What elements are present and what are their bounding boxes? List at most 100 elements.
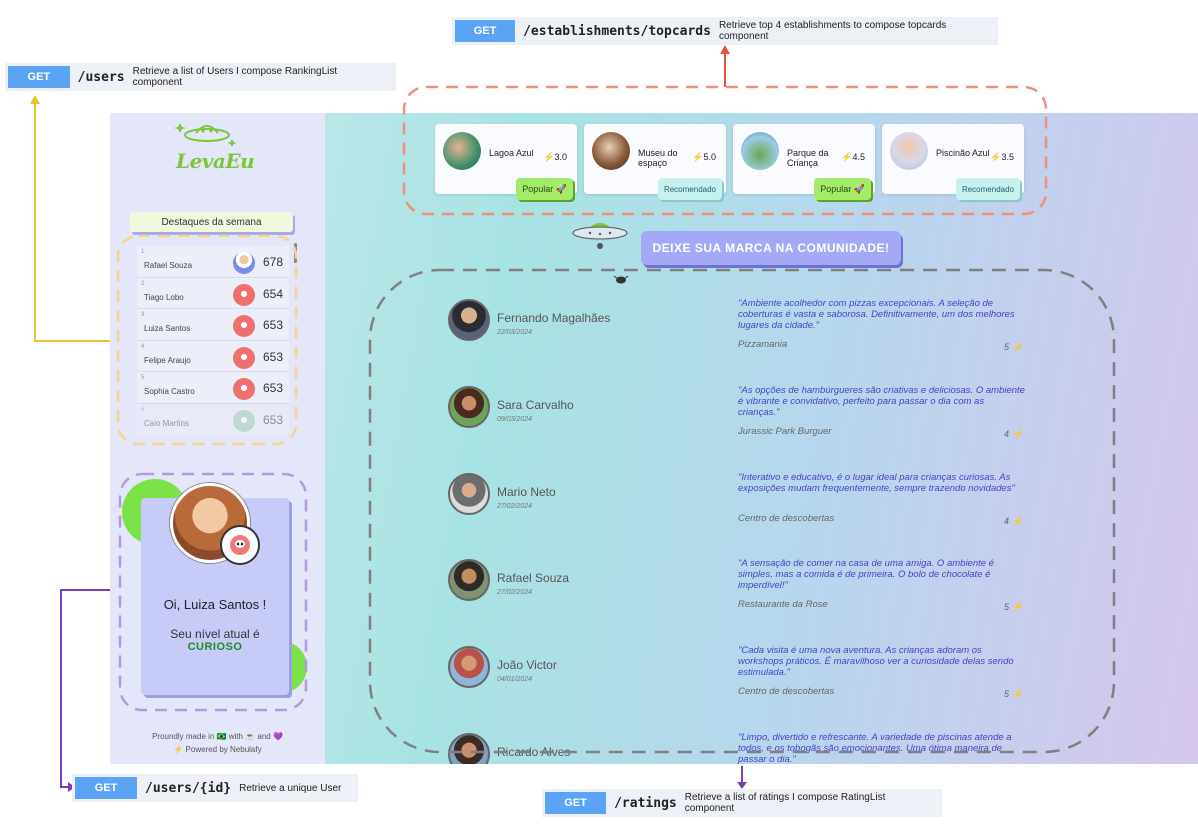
endpoint-path: /users [77,69,125,85]
logo-ufo-icon [174,123,237,147]
endpoint-description: Retrieve a list of Users I compose Ranki… [132,66,338,88]
logo-text: LevaEu [176,149,255,173]
recommended-tag: Recomendado [955,178,1020,200]
score-value: 5 [1004,689,1010,699]
rating-item: Fernando Magalhães 22/03/2024 "Ambiente … [448,298,1028,379]
ranking-list[interactable]: 1 Rafael Souza 678 2 Tiago Lobo 654 3 Lu… [137,246,289,434]
rating-comment: "Limpo, divertido e refrescante. A varie… [738,732,1012,764]
rating-user-name: Sara Carvalho [497,398,574,412]
establishment-name: Museu do espaço [638,148,678,168]
rank-score: 653 [263,318,284,332]
endpoint-description: Retrieve a unique User [239,782,342,794]
http-method-badge: GET [75,777,137,799]
avatar [448,559,490,601]
rating-comment: "Ambiente acolhedor com pizzas excepcion… [738,298,1015,331]
ranking-scrollbar[interactable] [294,243,297,263]
score-value: 4 [1004,429,1010,439]
avatar [448,646,490,688]
establishment-name: Parque da Criança [787,148,829,168]
rank-name: Sophia Castro [144,387,195,396]
rank-score: 678 [263,255,284,269]
avatar [448,473,490,515]
topcard[interactable]: Museu do espaço ⚡5.0 Recomendado [584,124,726,200]
rating-value: 3.5 [1001,152,1014,162]
avatar [233,378,255,400]
leave-your-mark-button[interactable]: DEIXE SUA MARCA NA COMUNIDADE! [641,231,901,265]
bolt-icon: ⚡ [692,152,704,162]
footer-powered-by[interactable]: ⚡ Powered by Nebulafy [173,745,262,754]
bolt-icon: ⚡ [841,152,853,162]
recommended-tag: Recomendado [657,178,722,200]
rating-value: 3.0 [554,152,567,162]
ranking-item[interactable]: 2 Tiago Lobo 654 [137,277,289,309]
topcard[interactable]: Lagoa Azul ⚡3.0 Popular 🚀 [435,124,577,200]
level-label: Seu nível atual é [170,627,260,641]
ranking-item[interactable]: 6 Caio Martins 653 [137,403,289,434]
bolt-icon: ⚡ [543,152,555,162]
api-topcards: GET /establishments/topcards Retrieve to… [452,17,998,45]
rating-place: Restaurante da Rose [738,599,828,610]
rank-name: Luiza Santos [144,324,191,333]
bolt-icon: ⚡ [1011,602,1023,612]
rating-place: Pizzamania [738,339,788,350]
endpoint-path: /users/{id} [145,780,232,796]
rank-position: 2 [141,280,145,287]
establishment-thumbnail [592,132,630,170]
establishment-rating: ⚡3.0 [543,152,567,163]
rating-comment: "As opções de hambúrgueres são criativas… [738,385,1025,418]
rank-position: 4 [141,343,145,350]
avatar [233,315,255,337]
ranking-item[interactable]: 1 Rafael Souza 678 [137,246,289,278]
rank-position: 5 [141,375,145,381]
rank-name: Caio Martins [144,418,189,428]
avatar [233,252,255,274]
establishment-name: Lagoa Azul [489,148,534,158]
establishment-rating: ⚡3.5 [990,152,1014,163]
avatar [448,733,490,764]
topcard[interactable]: Parque da Criança ⚡4.5 Popular 🚀 [733,124,875,200]
rating-user-name: Mario Neto [497,485,556,499]
avatar [233,409,255,432]
rating-value: 5.0 [703,152,716,162]
rating-item: João Victor 04/01/2024 "Cada visita é um… [448,645,1028,726]
endpoint-path: /ratings [614,795,677,811]
topcard[interactable]: Piscinão Azul ⚡3.5 Recomendado [882,124,1024,200]
rating-date: 09/03/2024 [497,416,533,423]
ranking-item[interactable]: 3 Luiza Santos 653 [137,309,289,341]
http-method-badge: GET [455,20,516,42]
api-user-by-id: GET /users/{id} Retrieve a unique User [72,774,358,802]
rating-user-name: Ricardo Alves [497,745,571,759]
rating-date: 04/01/2024 [497,676,533,683]
establishment-thumbnail [741,132,779,170]
ranking-item[interactable]: 4 Felipe Araujo 653 [137,340,289,372]
rank-name: Tiago Lobo [144,292,184,302]
api-users: GET /users Retrieve a list of Users I co… [5,63,396,91]
ranking-item[interactable]: 5 Sophia Castro 653 [137,372,289,404]
bolt-icon: ⚡ [1011,429,1023,439]
profile-greeting: Oi, Luiza Santos ! [163,597,267,612]
establishment-thumbnail [443,132,481,170]
bug-icon [613,275,629,284]
rank-position: 6 [141,406,145,413]
rank-name: Rafael Souza [144,261,193,270]
http-method-badge: GET [545,792,607,814]
popular-tag: Popular 🚀 [814,178,871,200]
rating-comment: "Cada visita é uma nova aventura. As cri… [738,645,1014,678]
rating-comment: "A sensação de comer na casa de uma amig… [738,558,994,591]
rating-score: 5 ⚡ [1004,689,1023,700]
bolt-icon: ⚡ [990,152,1002,162]
score-value: 5 [1004,342,1010,352]
rank-score: 654 [263,286,284,301]
score-value: 4 [1004,516,1010,526]
establishment-rating: ⚡5.0 [692,152,716,163]
bolt-icon: ⚡ [1011,689,1023,699]
rating-item: Rafael Souza 27/02/2024 "A sensação de c… [448,558,1028,639]
rating-item: Ricardo Alves "Limpo, divertido e refres… [448,732,1028,764]
avatar [233,283,255,306]
rating-value: 4.5 [852,152,865,162]
popular-tag: Popular 🚀 [516,178,573,200]
endpoint-description: Retrieve a list of ratings I compose Rat… [684,792,886,814]
footer-made-in: Proundly made in 🇧🇷 with ☕ and 💜 [152,732,283,741]
